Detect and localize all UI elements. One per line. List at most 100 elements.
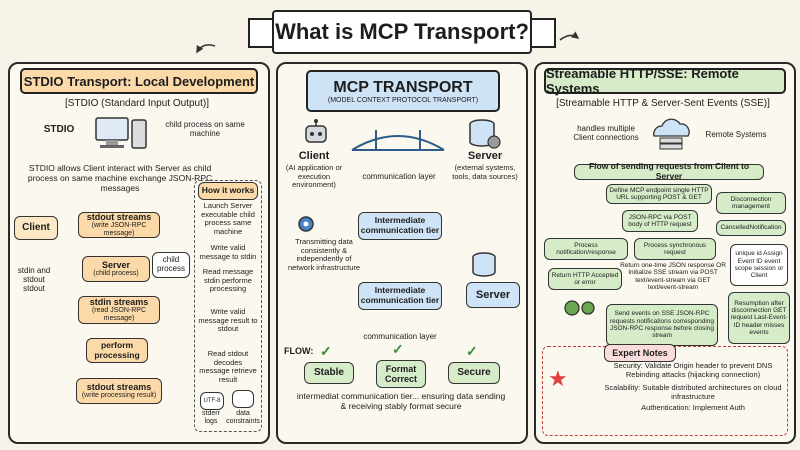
flow-step-format-correct-label: Format Correct — [384, 363, 417, 384]
intermediate-tier-2-label: Intermediate communication tier — [360, 285, 440, 305]
mcp-server-box-label: Server — [475, 288, 511, 301]
cancelled-notification-box: CancelledNotification — [716, 220, 786, 236]
return-http-box: Return HTTP Accepted or error — [548, 268, 622, 290]
check-icon: ✓ — [320, 343, 332, 359]
mcp-bottom-caption: intermediat communication tier... ensuri… — [296, 391, 506, 411]
flow-step-stable: Stable — [304, 362, 354, 384]
intermediate-tier-2: Intermediate communication tier — [358, 282, 442, 310]
flow-step-format-correct: Format Correct — [376, 360, 426, 388]
comm-layer-bottom: communication layer — [363, 332, 437, 341]
flow-step-stable-label: Stable — [313, 367, 344, 379]
child-process-tag: child process — [152, 252, 190, 278]
stdio-server-sub: (child process) — [93, 270, 139, 278]
stdio-client-box: Client — [14, 216, 58, 240]
stdio-description: STDIO allows Client interact with Server… — [27, 163, 213, 193]
note-security: Security: Validate Origin header to prev… — [613, 361, 773, 379]
check-icon: ✓ — [392, 341, 404, 357]
flow-banner-label: Flow of sending requests from Client to … — [588, 161, 750, 181]
remote-systems-label: Remote Systems — [705, 130, 767, 139]
computer-icon — [94, 116, 150, 152]
process-sync-label: Process synchronous request — [643, 241, 707, 256]
stdout-result-box: stdout streams (write processing result) — [76, 378, 162, 404]
how-step-4: Write valid message result to stdout — [198, 307, 258, 334]
disconnection-mgmt-label: Disconnection management — [730, 195, 772, 210]
flow-step-secure: Secure — [448, 362, 500, 384]
comm-layer-top: communication layer — [362, 172, 436, 181]
mcp-subtitle: (MODEL CONTEXT PROTOCOL TRANSPORT) — [327, 96, 479, 104]
how-step-5: Read stdout decodes message retrieve res… — [199, 349, 257, 384]
stdio-header: STDIO Transport: Local Development — [20, 68, 258, 94]
define-endpoint-box: Define MCP endpoint single HTTP URL supp… — [606, 184, 712, 204]
stdio-label: STDIO — [43, 124, 75, 135]
send-events-box: Send events on SSE JSON-RPC requests not… — [606, 304, 718, 346]
stdio-server-title: Server — [101, 260, 131, 271]
stdio-server-box: Server (child process) — [82, 256, 150, 282]
mcp-server-box: Server — [466, 282, 520, 308]
note-authentication: Authentication: Implement Auth — [641, 403, 745, 412]
how-it-works-panel — [194, 180, 262, 432]
flow-banner: Flow of sending requests from Client to … — [574, 161, 764, 181]
return-choice-text: Return one-time JSON response OR Initial… — [620, 262, 726, 292]
expert-notes-title: Expert Notes — [604, 344, 676, 362]
cloud-servers-icon — [646, 116, 702, 152]
utf8-doc-icon: UTF-8 — [200, 392, 224, 410]
stdin-streams-box: stdin streams (read JSON-RPC message) — [78, 296, 160, 324]
multi-client-note: handles multiple Client connections — [573, 124, 639, 143]
note-scalability: Scalability: Suitable distributed archit… — [604, 383, 782, 401]
page-title: What is MCP Transport? — [272, 10, 532, 54]
transmit-note: Transmitting data consistently & indepen… — [287, 237, 361, 272]
stdout-result-title: stdout streams — [86, 382, 152, 393]
how-step-3: Read message stdin performe processing — [202, 267, 254, 294]
database-icon — [470, 252, 498, 278]
perform-processing-box: perform processing — [86, 338, 148, 363]
mcp-title: MCP TRANSPORT — [333, 78, 473, 96]
child-process-note: child process on same machine — [165, 120, 245, 139]
intermediate-tier-1: Intermediate communication tier — [358, 212, 442, 240]
unique-id-label: unique id Assign Event ID event scope se… — [734, 250, 784, 280]
how-it-works-title: How it works — [198, 182, 258, 200]
gears-icon — [562, 298, 598, 318]
mcp-server-sub: (external systems, tools, data sources) — [452, 163, 518, 181]
jsonrpc-post-label: JSON-RPC via POST body of HTTP request — [628, 213, 692, 228]
mcp-client-sub: (AI application or execution environment… — [285, 163, 343, 190]
child-process-tag-label: child process — [156, 255, 185, 273]
gear-icon — [296, 214, 316, 234]
how-step-2: Write valid message to stdin — [199, 243, 257, 261]
stdio-subtitle: [STDIO (Standard Input Output)] — [65, 98, 209, 109]
resumption-box: Resumption after disconnection GET reque… — [728, 292, 790, 344]
utf8-doc-label: UTF-8 — [203, 397, 221, 404]
stdin-streams-sub: (read JSON-RPC message) — [91, 307, 147, 323]
send-events-label: Send events on SSE JSON-RPC requests not… — [609, 310, 715, 340]
robot-icon — [300, 118, 332, 150]
flow-label: FLOW: — [284, 346, 314, 356]
check-icon: ✓ — [466, 343, 478, 359]
return-http-label: Return HTTP Accepted or error — [551, 271, 619, 286]
stdout-result-sub: (write processing result) — [81, 392, 157, 400]
resumption-label: Resumption after disconnection GET reque… — [730, 299, 788, 336]
http-subtitle: [Streamable HTTP & Server-Sent Events (S… — [556, 98, 770, 109]
star-icon: ★ — [548, 366, 568, 391]
stdin-streams-title: stdin streams — [89, 297, 149, 308]
stdout-streams-sub: (write JSON-RPC message) — [91, 222, 147, 238]
bridge-icon — [350, 122, 446, 156]
how-it-works-title-label: How it works — [201, 185, 255, 196]
stdin-stdout-side-label: stdin and stdout stdout — [17, 266, 51, 294]
jsonrpc-post-box: JSON-RPC via POST body of HTTP request — [622, 210, 698, 232]
disconnection-mgmt-box: Disconnection management — [716, 192, 786, 214]
expert-notes-title-label: Expert Notes — [612, 347, 668, 358]
process-notification-label: Process notification/response — [556, 241, 616, 256]
stdout-streams-box: stdout streams (write JSON-RPC message) — [78, 212, 160, 238]
process-notification-box: Process notification/response — [544, 238, 628, 260]
how-step-1: Launch Server executable child process s… — [201, 201, 255, 236]
flow-step-secure-label: Secure — [457, 367, 491, 379]
mcp-server-title: Server — [467, 150, 503, 162]
stdio-client-label: Client — [22, 222, 50, 234]
stderr-logs-label: stderr logs — [202, 410, 220, 426]
database-gear-icon — [468, 118, 502, 150]
perform-processing-label: perform processing — [94, 339, 140, 360]
unique-id-box: unique id Assign Event ID event scope se… — [730, 244, 788, 286]
mcp-client-title: Client — [298, 150, 330, 162]
http-header: Streamable HTTP/SSE: Remote Systems — [544, 66, 786, 96]
process-sync-box: Process synchronous request — [634, 238, 716, 260]
stdout-streams-title: stdout streams — [86, 212, 152, 223]
